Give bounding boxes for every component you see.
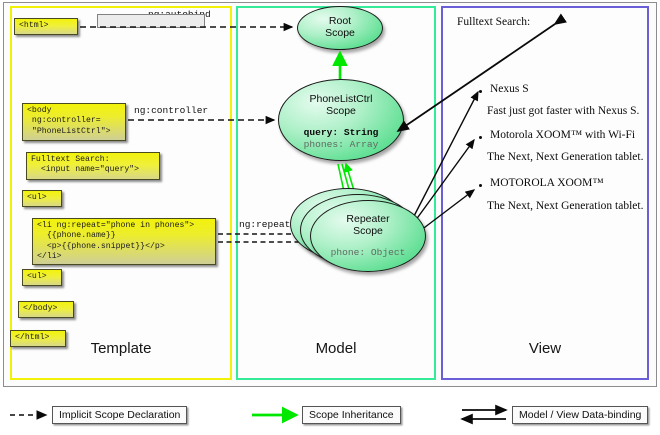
- view-phone-name-0: Nexus S: [490, 83, 529, 95]
- scope-repeater-prop-phone: phone: Object: [330, 247, 406, 258]
- template-box-ul-close: <ul>: [22, 269, 62, 286]
- scope-phonelistctrl-prop-phones: phones: Array: [303, 138, 379, 150]
- view-search-input[interactable]: [97, 14, 205, 28]
- connector-label-controller: ng:controller: [134, 105, 209, 116]
- scope-phonelistctrl-title-line1: PhoneListCtrl: [309, 93, 373, 105]
- scope-repeater-title-line2: Scope: [353, 225, 383, 237]
- template-box-fulltext-search: Fulltext Search: <input name="query">: [26, 152, 160, 180]
- legend-item-implicit-scope-declaration: Implicit Scope Declaration: [52, 406, 188, 424]
- view-phone-snippet-2: The Next, Next Generation tablet.: [487, 200, 644, 212]
- view-search-label: Fulltext Search:: [457, 16, 531, 28]
- column-label-view: View: [528, 340, 562, 357]
- scope-root-title-line2: Scope: [325, 27, 355, 39]
- view-phone-name-2: MOTOROLA XOOM™: [490, 177, 604, 189]
- connector-label-repeat: ng:repeat: [239, 219, 291, 230]
- bullet-icon: [479, 184, 482, 187]
- scope-root: Root Scope: [297, 6, 383, 50]
- column-label-template: Template: [90, 340, 152, 357]
- bullet-icon: [479, 90, 482, 93]
- view-phone-name-1: Motorola XOOM™ with Wi-Fi: [490, 129, 636, 141]
- column-label-model: Model: [315, 340, 357, 357]
- legend-item-scope-inheritance: Scope Inheritance: [302, 406, 401, 424]
- column-view: [441, 6, 649, 380]
- view-phone-snippet-1: The Next, Next Generation tablet.: [487, 151, 644, 163]
- template-box-ul-open: <ul>: [22, 190, 62, 207]
- scope-repeater-front: Repeater Scope phone: Object: [310, 200, 426, 272]
- view-phone-snippet-0: Fast just got faster with Nexus S.: [487, 105, 640, 117]
- template-box-body-open: <body ng:controller= "PhoneListCtrl">: [22, 103, 126, 141]
- template-box-html-close: </html>: [10, 330, 66, 347]
- template-box-li-repeat: <li ng:repeat="phone in phones"> {{phone…: [32, 218, 216, 265]
- bullet-icon: [479, 136, 482, 139]
- template-box-body-close: </body>: [18, 301, 74, 318]
- scope-phonelistctrl-title-line2: Scope: [326, 105, 356, 117]
- legend-item-model-view-data-binding: Model / View Data-binding: [512, 406, 649, 424]
- scope-repeater-title-line1: Repeater: [346, 213, 390, 225]
- scope-root-title-line1: Root: [328, 15, 352, 27]
- scope-phonelistctrl-prop-query: query: String: [303, 127, 379, 138]
- template-box-html-open: <html>: [14, 18, 78, 35]
- scope-phonelistctrl: PhoneListCtrl Scope query: String phones…: [278, 79, 404, 161]
